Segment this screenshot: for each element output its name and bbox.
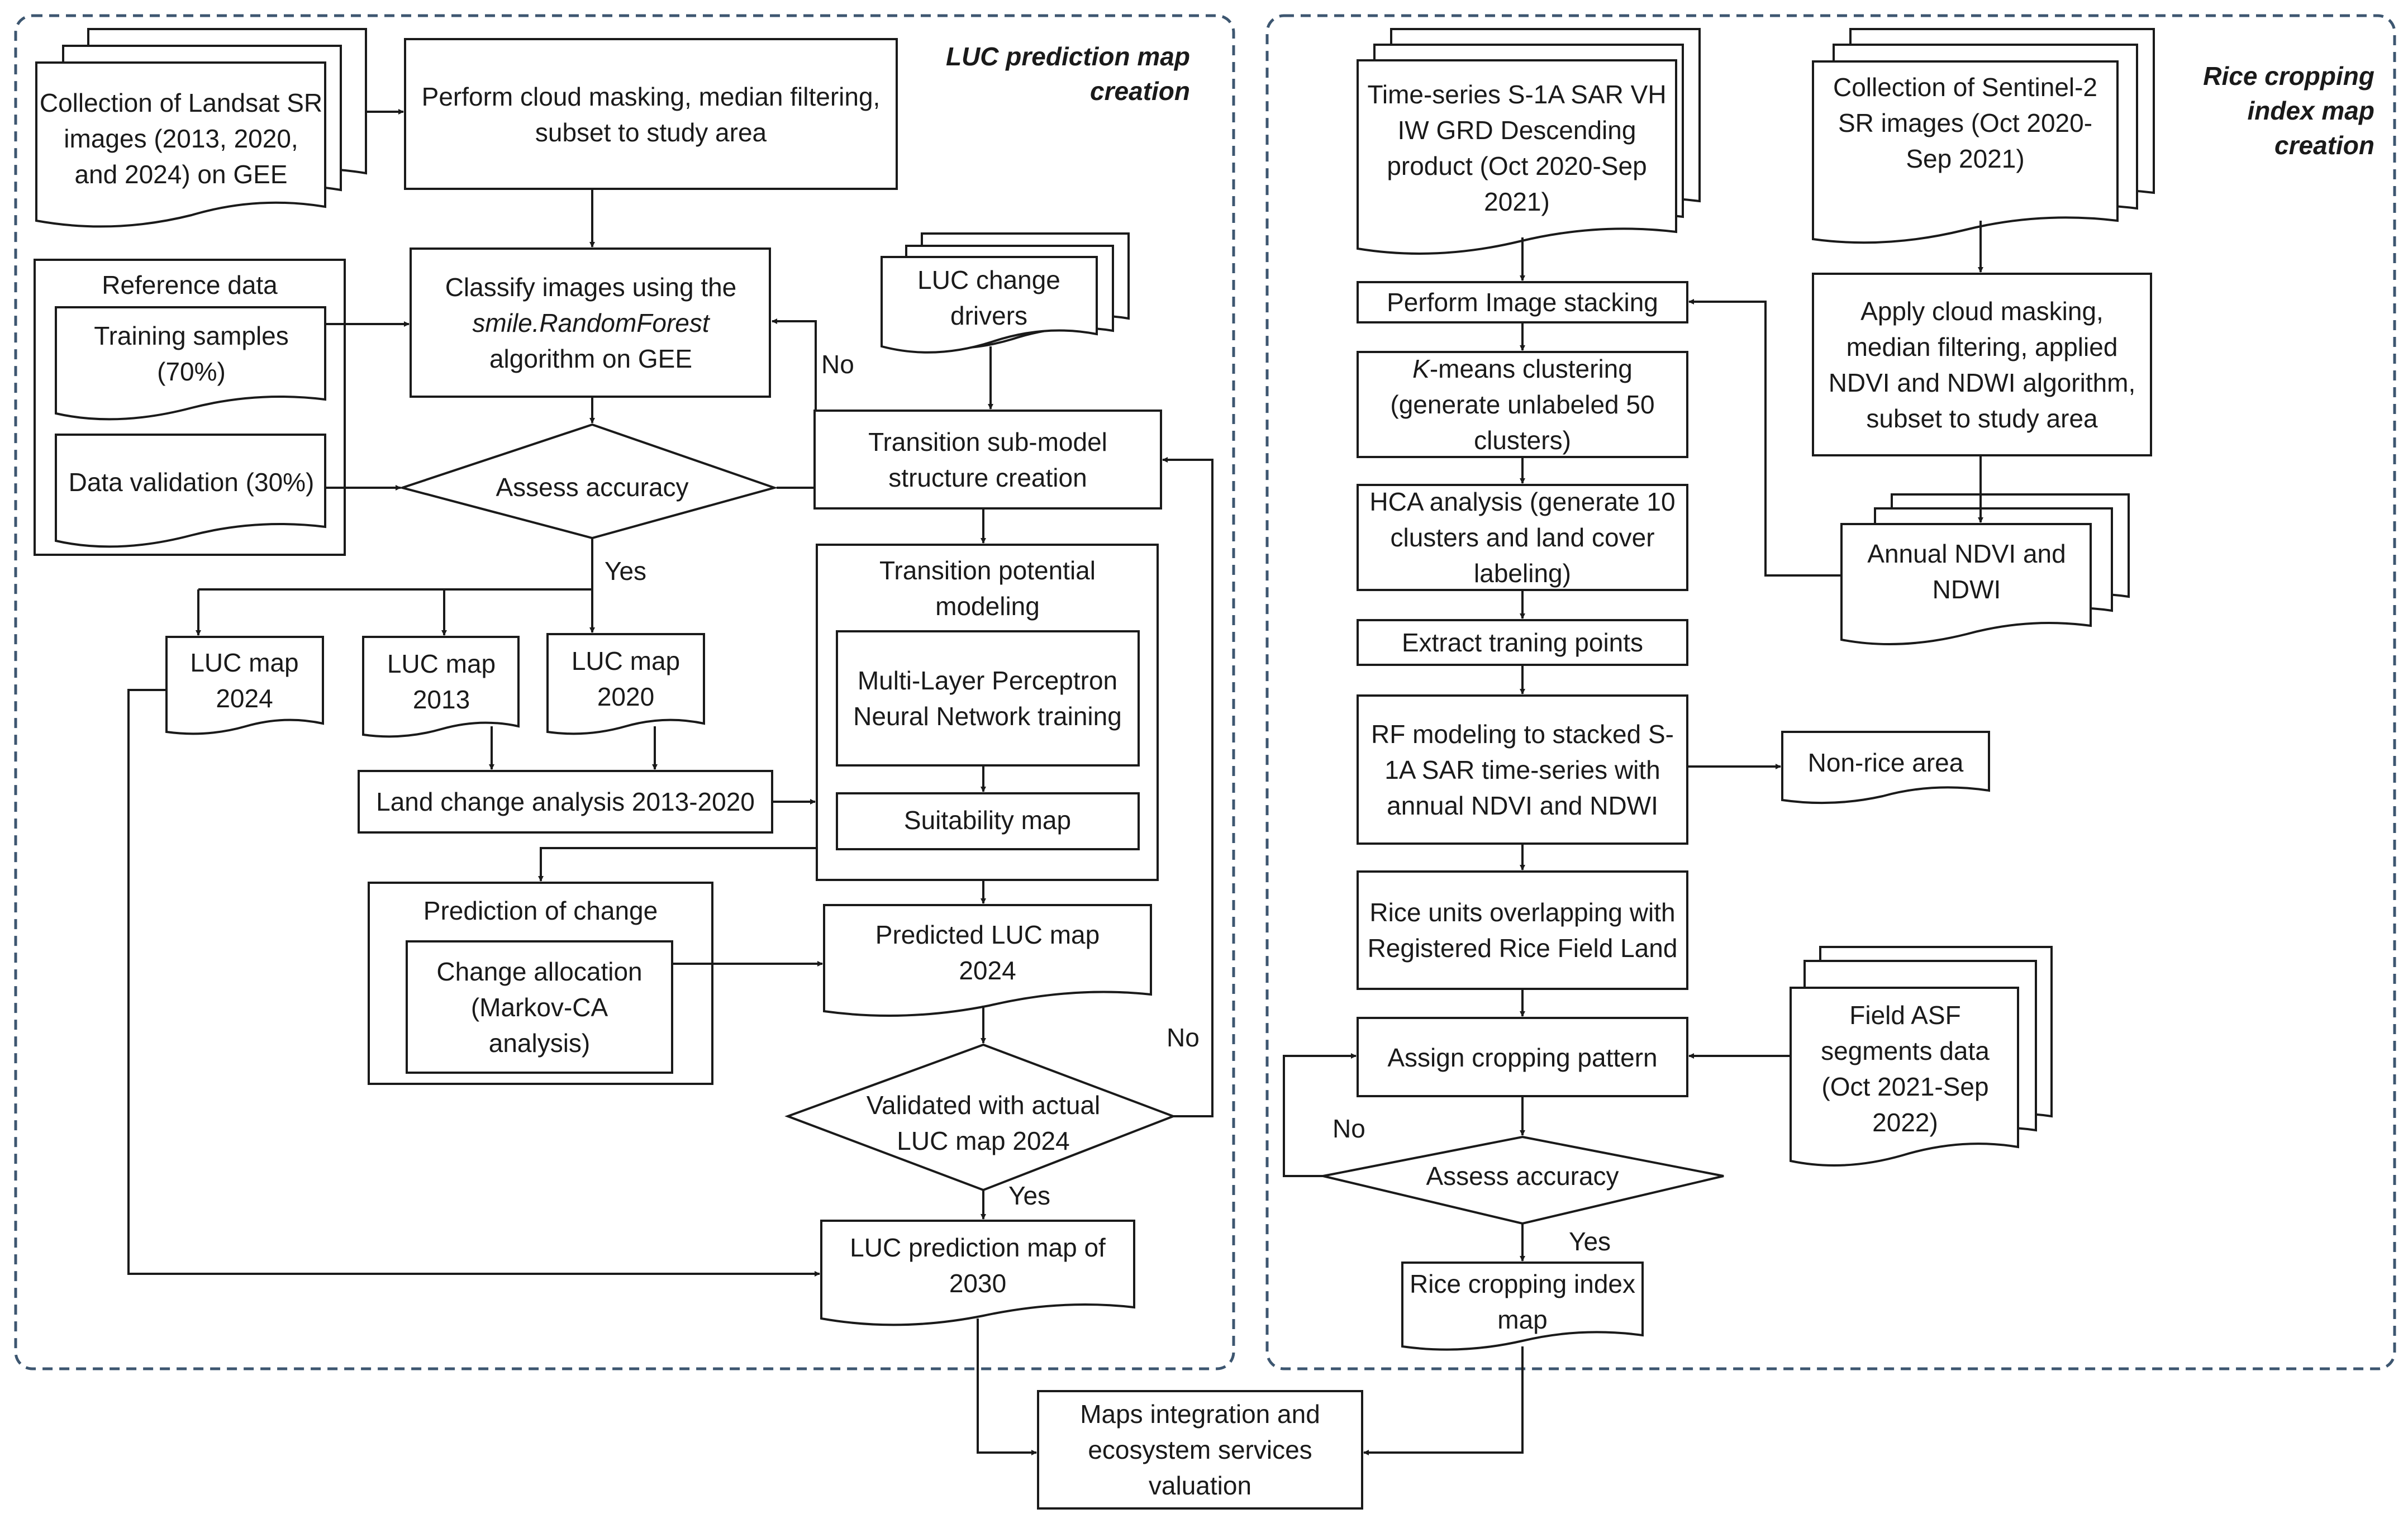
field-asf-docs-shape: [1790, 946, 2053, 1167]
kmeans-label: K-means clustering (generate unlabeled 5…: [1369, 354, 1676, 455]
luc-2024-doc: [165, 636, 324, 735]
validated-label: Validated with actual LUC map 2024: [866, 1091, 1101, 1155]
stacking-box: [1357, 281, 1688, 323]
rf-modeling-label: RF modeling to stacked S-1A SAR time-ser…: [1370, 719, 1674, 820]
land-change-label: Land change analysis 2013-2020: [376, 787, 755, 816]
right-yes-label: Yes: [1569, 1227, 1611, 1256]
change-allocation-label: Change allocation (Markov-CA analysis): [436, 956, 643, 1058]
rice-index-doc: [1401, 1262, 1644, 1351]
rice-index-label: Rice cropping index map: [1409, 1269, 1635, 1334]
assess-accuracy-label: Assess accuracy: [496, 473, 689, 502]
rice-units-box: [1357, 870, 1688, 990]
non-rice-label: Non-rice area: [1807, 748, 1964, 777]
landsat-docs-label: Collection of Landsat SR images (2013, 2…: [39, 88, 323, 189]
mlp-box: [836, 630, 1140, 767]
right-panel-border: [1265, 14, 2396, 1370]
s2-docs-label: Collection of Sentinel-2 SR images (Oct …: [1833, 73, 2098, 173]
transition-submodel-label: Transition sub-model structure creation: [868, 427, 1107, 492]
luc-2013-label: LUC map 2013: [387, 649, 496, 714]
luc-2013-doc: [362, 636, 520, 738]
yes-label-1: Yes: [605, 556, 647, 586]
classify-box: [410, 247, 771, 398]
extract-box: [1357, 619, 1688, 666]
change-allocation-box: [406, 940, 673, 1074]
luc-change-drivers-label: LUC change drivers: [917, 265, 1060, 330]
predicted-luc-label: Predicted LUC map 2024: [875, 920, 1100, 985]
right-assess-label: Assess accuracy: [1426, 1162, 1619, 1191]
kmeans-k: K: [1412, 354, 1430, 383]
rf-modeling-box: [1357, 694, 1688, 845]
cloud-ndvi-label: Apply cloud masking, median filtering, a…: [1828, 296, 2136, 433]
rice-units-label: Rice units overlapping with Registered R…: [1367, 898, 1678, 963]
mlp-label: Multi-Layer Perceptron Neural Network tr…: [853, 666, 1122, 731]
land-change-box: [358, 770, 773, 834]
left-panel-border: [14, 14, 1235, 1370]
integration-label: Maps integration and ecosystem services …: [1080, 1400, 1320, 1500]
kmeans-text: K-means clustering (generate unlabeled 5…: [1369, 351, 1676, 458]
kmeans-box: [1357, 351, 1688, 458]
assign-label: Assign cropping pattern: [1387, 1043, 1658, 1072]
prediction-2030-doc: [820, 1220, 1135, 1326]
luc-2024-label: LUC map 2024: [190, 648, 299, 713]
data-validation-label: Data validation (30%): [68, 467, 315, 497]
predicted-luc-doc: [823, 904, 1152, 1017]
classify-line-3: algorithm on GEE: [489, 344, 693, 373]
non-rice-doc: [1781, 731, 1990, 805]
s1-docs-label: Time-series S-1A SAR VH IW GRD Descendin…: [1367, 80, 1667, 216]
no-label-1: No: [821, 350, 854, 379]
extract-label: Extract traning points: [1401, 628, 1644, 657]
cloud-mask-box: [404, 38, 898, 190]
cloud-ndvi-box: [1812, 273, 2152, 456]
hca-box: [1357, 484, 1688, 591]
connectors: [127, 109, 1983, 1455]
yes-label-2: Yes: [1008, 1181, 1051, 1210]
suitability-box: [836, 792, 1140, 850]
hca-label: HCA analysis (generate 10 clusters and l…: [1369, 487, 1676, 588]
reference-data-label: Reference data: [102, 270, 278, 299]
cloud-mask-label: Perform cloud masking, median filtering,…: [421, 82, 881, 147]
transition-submodel-box: [813, 410, 1162, 510]
landsat-docs-shape: [35, 28, 367, 228]
training-samples-doc: [55, 306, 326, 421]
classify-line-1: Classify images using the: [445, 272, 737, 302]
suitability-label: Suitability map: [903, 806, 1072, 835]
left-panel-title: LUC prediction map creation: [945, 42, 1190, 106]
data-validation-doc: [55, 434, 326, 548]
s1-docs-shape: [1357, 28, 1701, 255]
stacking-label: Perform Image stacking: [1387, 288, 1658, 317]
right-no-label: No: [1333, 1114, 1365, 1143]
annual-ndvi-label: Annual NDVI and NDWI: [1867, 539, 2066, 604]
training-samples-label: Training samples (70%): [94, 321, 289, 386]
kmeans-rest: -means clustering (generate unlabeled 50…: [1390, 354, 1655, 455]
classify-algorithm: smile.RandomForest: [472, 308, 710, 337]
annual-ndvi-docs-shape: [1840, 493, 2130, 645]
luc-2020-label: LUC map 2020: [571, 646, 680, 711]
integration-box: [1037, 1390, 1363, 1510]
classify-label: Classify images using the smile.RandomFo…: [416, 257, 765, 388]
field-asf-label: Field ASF segments data (Oct 2021-Sep 20…: [1821, 1000, 1990, 1137]
luc-drivers-docs-shape: [881, 232, 1130, 354]
s2-docs-shape: [1812, 28, 2155, 244]
prediction-change-label: Prediction of change: [423, 896, 658, 925]
no-label-2: No: [1167, 1023, 1200, 1052]
right-panel-title: Rice cropping index map creation: [2203, 61, 2374, 160]
transition-potential-label: Transition potential modeling: [879, 555, 1096, 621]
luc-2020-doc: [546, 633, 705, 735]
prediction-2030-label: LUC prediction map of 2030: [850, 1233, 1106, 1298]
